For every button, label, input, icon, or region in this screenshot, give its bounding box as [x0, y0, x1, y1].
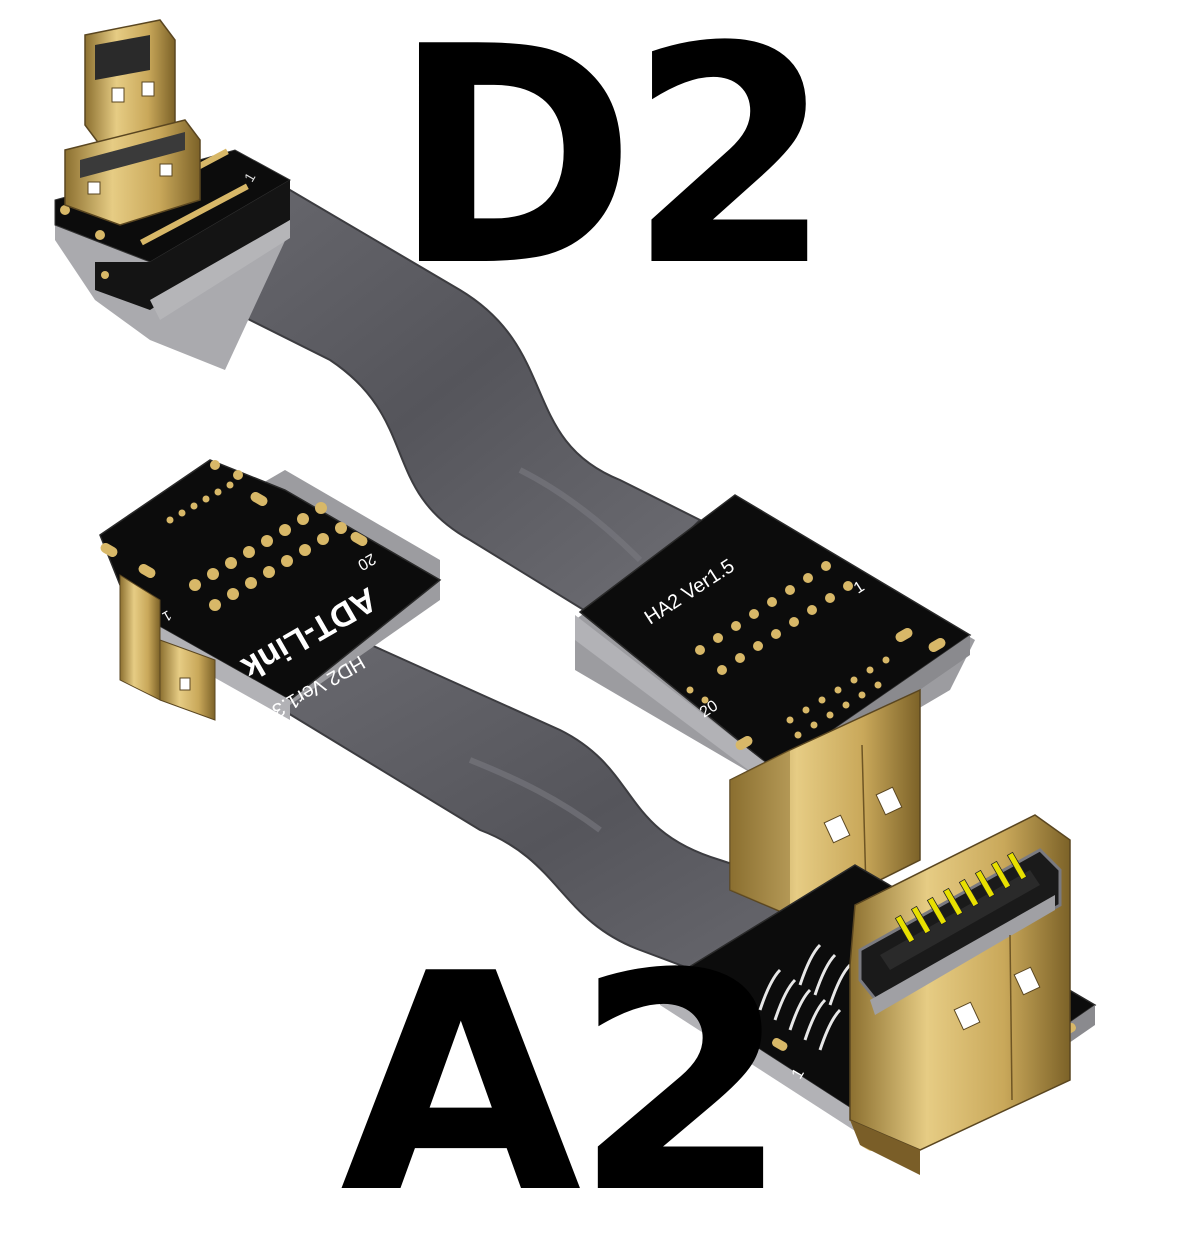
adt-link-pcb: ADT-Link HD2 Ver1.3 20 1: [99, 459, 442, 721]
adt-link-pin-last-label: 20: [354, 550, 378, 574]
hdmi-type-a-connector: [849, 814, 1071, 1175]
micro-hdmi-plug-downward: [119, 574, 216, 721]
micro-hdmi-connector: [64, 19, 201, 226]
upper-ribbon-cable: [147, 188, 702, 622]
model-label-d2: D2: [392, 0, 833, 332]
product-image: 1: [54, 0, 1097, 1235]
cable-illustration: 1: [54, 19, 1097, 1175]
hdmi-plug-downward: [729, 688, 921, 921]
model-label-a2: A2: [340, 910, 790, 1259]
